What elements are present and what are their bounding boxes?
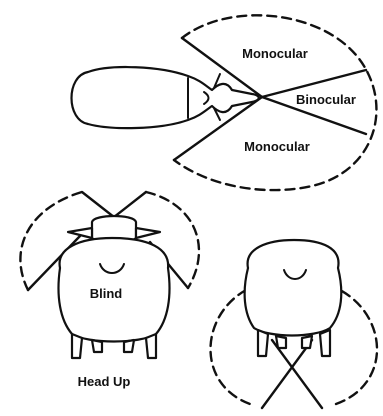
label-blind: Blind [90,286,123,301]
head-up-leg-inner-left [92,340,102,352]
head-up-ear-right [136,228,160,238]
head-down-group [211,240,378,408]
head-down-boundary-left [272,340,322,408]
head-up-leg-right [146,334,156,358]
head-up-group: Blind Head Up [20,192,199,389]
top-view-group: Monocular Binocular Monocular [72,15,377,190]
head-down-leg-inner-left [276,336,286,348]
head-down-boundary-right [262,340,312,408]
label-monocular-top: Monocular [242,46,308,61]
label-monocular-bottom: Monocular [244,139,310,154]
head-up-leg-left [72,334,82,358]
head-down-leg-right [320,330,330,356]
head-up-leg-inner-right [124,340,134,352]
label-binocular: Binocular [296,92,356,107]
head-down-leg-left [258,330,268,356]
head-down-body [245,240,342,336]
head-down-leg-inner-right [302,336,312,348]
label-head-up: Head Up [78,374,131,389]
